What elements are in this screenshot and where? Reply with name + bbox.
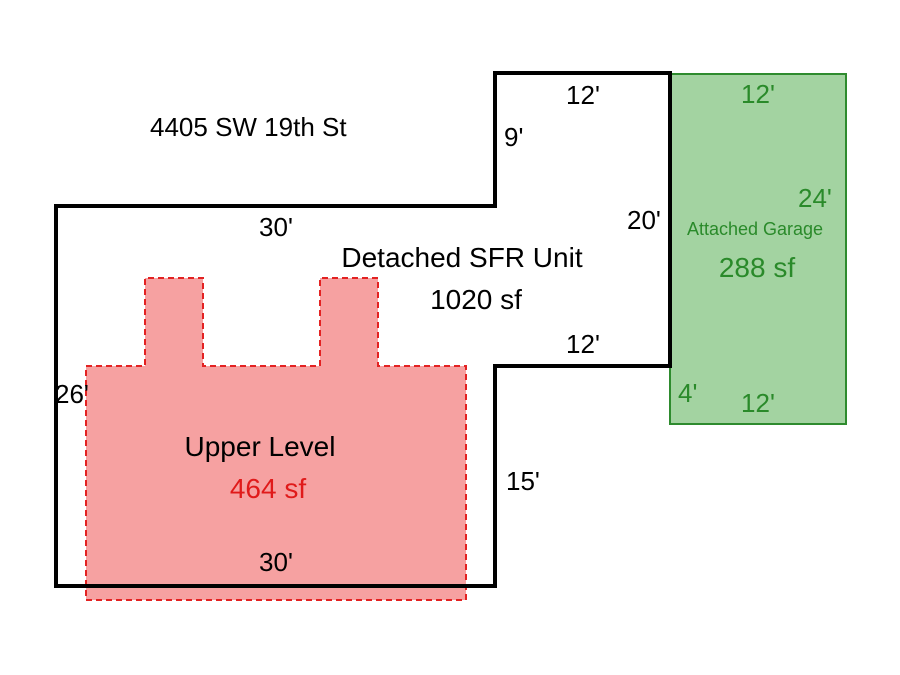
upper-level-area-label: 464 sf bbox=[230, 473, 306, 504]
garage-dim-top: 12' bbox=[741, 79, 775, 109]
dim-right-middle: 20' bbox=[627, 205, 661, 235]
dim-step-vertical: 9' bbox=[504, 122, 523, 152]
garage-dim-side: 24' bbox=[798, 183, 832, 213]
upper-level-name: Upper Level bbox=[185, 431, 336, 462]
upper-level-area bbox=[85, 277, 467, 601]
dim-inner-ledge: 12' bbox=[566, 329, 600, 359]
dim-left-side: 26' bbox=[55, 379, 89, 409]
main-unit-outline bbox=[54, 71, 672, 588]
dim-right-lower: 15' bbox=[506, 466, 540, 496]
garage-name: Attached Garage bbox=[687, 219, 823, 239]
main-unit-area: 1020 sf bbox=[430, 284, 522, 315]
garage-area bbox=[669, 73, 847, 425]
main-unit-name: Detached SFR Unit bbox=[341, 242, 582, 273]
garage-area-label: 288 sf bbox=[719, 252, 795, 283]
garage-dim-bottom: 12' bbox=[741, 388, 775, 418]
address-label: 4405 SW 19th St bbox=[150, 112, 347, 142]
garage-dim-offset: 4' bbox=[678, 378, 697, 408]
dim-left-top: 30' bbox=[259, 212, 293, 242]
dim-bottom: 30' bbox=[259, 547, 293, 577]
dim-top: 12' bbox=[566, 80, 600, 110]
